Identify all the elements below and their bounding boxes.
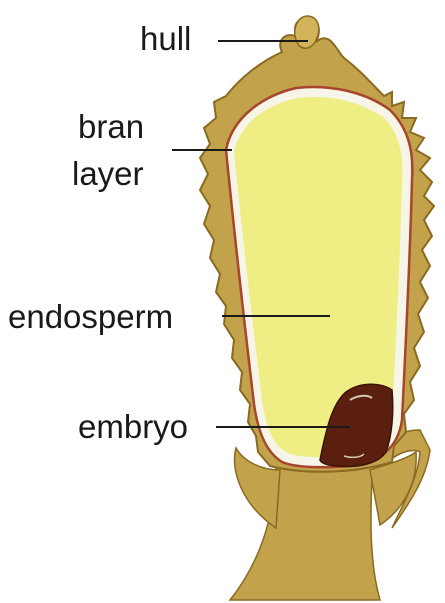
bran-layer-label-line1: bran — [78, 108, 144, 146]
endosperm-label: endosperm — [8, 298, 173, 336]
embryo-label: embryo — [78, 408, 188, 446]
hull-label: hull — [140, 20, 191, 58]
bran-layer-label-line2: layer — [72, 155, 144, 193]
